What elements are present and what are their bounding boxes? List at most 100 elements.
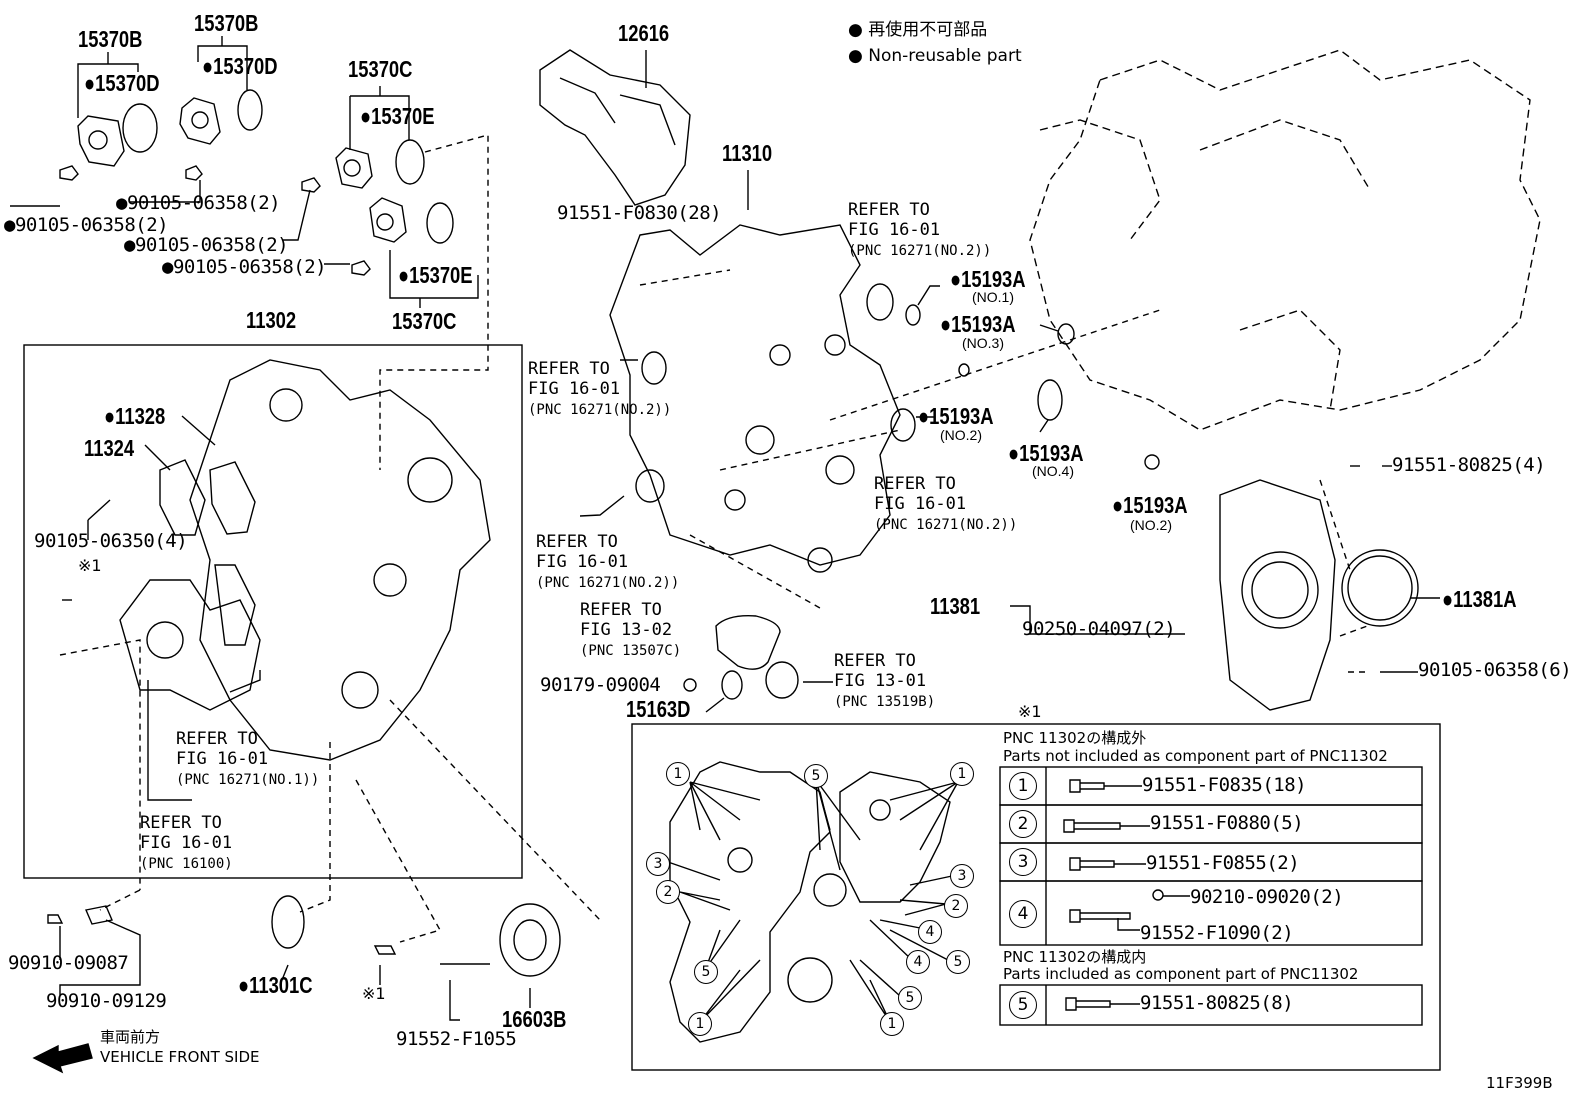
rear-oil-seal-retainer-icon [1219, 479, 1419, 711]
refer-line: FIG 16-01 [848, 220, 941, 240]
refer-block-2: REFER TO FIG 16-01 (PNC 16271(NO.2)) [528, 359, 671, 420]
legend-jp: ● 再使用不可部品 [848, 20, 988, 40]
bolt-icon [1063, 779, 1164, 1011]
callout-15193a-2b: ●15193A [1112, 492, 1188, 518]
callout-90910-09129: 90910-09129 [46, 990, 167, 1012]
callout-11324: 11324 [84, 435, 135, 461]
refer-line: FIG 16-01 [528, 379, 621, 399]
callout-90179-09004: 90179-09004 [540, 674, 661, 696]
callout-15370c-bot: 15370C [392, 308, 457, 334]
inset-callout-num: 4 [906, 950, 930, 974]
inset-callout-num: 1 [950, 762, 974, 786]
refer-line: REFER TO [176, 729, 258, 749]
refer-line: FIG 16-01 [536, 552, 629, 572]
refer-line: REFER TO [528, 359, 610, 379]
callout-15370b-a: 15370B [78, 26, 143, 52]
camshaft-timing-plate-icon [59, 89, 454, 276]
callout-90105-06358-c: ●90105-06358(2) [124, 234, 289, 256]
inset-callout-num: 2 [656, 880, 680, 904]
inset-callout-num: 5 [946, 950, 970, 974]
callout-15370d-b: ●15370D [202, 53, 278, 79]
callout-15370b-b: 15370B [194, 10, 259, 36]
timing-chain-cover-icon [189, 359, 491, 761]
callout-15370e-b: ●15370E [398, 262, 473, 288]
callout-15193a-3-sub: (NO.3) [962, 335, 1004, 351]
group-box-11302 [23, 344, 523, 879]
refer-block-1: REFER TO FIG 16-01 (PNC 16271(NO.2)) [848, 200, 991, 261]
o-ring-icon [635, 283, 1160, 503]
refer-line: (PNC 16100) [140, 856, 233, 872]
vehicle-front-jp: 車両前方 [100, 1028, 161, 1046]
refer-line: FIG 16-01 [140, 833, 233, 853]
refer-line: FIG 16-01 [874, 494, 967, 514]
refer-line: FIG 16-01 [176, 749, 269, 769]
front-arrow-icon [32, 1043, 93, 1074]
callout-11302: 11302 [246, 307, 297, 333]
callout-15193a-1-sub: (NO.1) [972, 289, 1014, 305]
inset-callout-num: 5 [804, 764, 828, 788]
refer-line: (PNC 16271(NO.2)) [874, 517, 1018, 533]
callout-15370d-a: ●15370D [84, 70, 160, 96]
refer-line: REFER TO [834, 651, 916, 671]
refer-block-4: REFER TO FIG 16-01 (PNC 16271(NO.2)) [536, 532, 679, 593]
callout-15370c-top: 15370C [348, 56, 413, 82]
refer-line: REFER TO [848, 200, 930, 220]
inset-callout-num: 5 [898, 986, 922, 1010]
callout-91551-80825-4: 91551-80825(4) [1392, 454, 1546, 476]
refer-line: FIG 13-01 [834, 671, 927, 691]
callout-11301c: ●11301C [238, 972, 313, 998]
table-row-num: 3 [1009, 848, 1037, 876]
inset-callout-num: 1 [666, 762, 690, 786]
callout-15163d: 15163D [626, 696, 691, 722]
table-row-part: 91551-F0855(2) [1146, 852, 1300, 874]
refer-line: (PNC 16271(NO.2)) [536, 575, 680, 591]
gasket-icon [159, 459, 256, 536]
callout-11310: 11310 [722, 140, 773, 166]
callout-90105-06350: 90105-06350(4) [34, 530, 188, 552]
inset-incl-en: Parts included as component part of PNC1… [1003, 965, 1359, 983]
timing-cover-11310-icon [609, 224, 901, 573]
callout-90105-06358-b: ●90105-06358(2) [116, 192, 281, 214]
callout-90250-04097: 90250-04097(2) [1022, 618, 1176, 640]
inset-callout-num: 3 [646, 852, 670, 876]
table-row-num: 2 [1009, 810, 1037, 838]
refer-line: (PNC 16271(NO.2)) [848, 243, 992, 259]
callout-15193a-2a: ●15193A [918, 403, 994, 429]
callout-90105-06358-d: ●90105-06358(2) [162, 256, 327, 278]
callout-90910-09087: 90910-09087 [8, 952, 129, 974]
inset-callout-num: 4 [918, 920, 942, 944]
inset-callout-num: 5 [694, 960, 718, 984]
callout-15193a-2a-sub: (NO.2) [940, 427, 982, 443]
table-row-num: 5 [1009, 991, 1037, 1019]
callout-15370e-a: ●15370E [360, 103, 435, 129]
refer-line: REFER TO [140, 813, 222, 833]
callout-x1a: ※1 [78, 556, 102, 575]
vehicle-front-en: VEHICLE FRONT SIDE [100, 1048, 260, 1066]
inset-box-bolts [631, 723, 1441, 1071]
refer-line: REFER TO [874, 474, 956, 494]
callout-x1c: ※1 [1018, 702, 1042, 721]
callout-91551-f0830: 91551-F0830(28) [557, 202, 722, 224]
refer-block-6: REFER TO FIG 13-01 (PNC 13519B) [834, 651, 935, 712]
inset-incl-jp: PNC 11302の構成内 [1003, 948, 1147, 966]
engine-block-outline [1029, 49, 1541, 431]
table-row-part: 91551-F0880(5) [1150, 812, 1304, 834]
refer-line: (PNC 13519B) [834, 694, 936, 710]
callout-16603b: 16603B [502, 1006, 567, 1032]
refer-line: (PNC 16271(NO.1)) [176, 772, 320, 788]
table-row-part2: 91552-F1090(2) [1140, 922, 1294, 944]
callout-11381a: ●11381A [1442, 586, 1517, 612]
refer-block-5: REFER TO FIG 13-02 (PNC 13507C) [580, 600, 681, 661]
legend-en: ● Non-reusable part [848, 46, 1022, 66]
table-row-num: 1 [1009, 772, 1037, 800]
callout-x1b: ※1 [362, 984, 386, 1003]
refer-line: (PNC 13507C) [580, 643, 682, 659]
figure-code: 11F399B [1486, 1074, 1553, 1092]
refer-block-7: REFER TO FIG 16-01 (PNC 16271(NO.1)) [176, 729, 319, 790]
callout-11381: 11381 [930, 593, 981, 619]
callout-15193a-4: ●15193A [1008, 440, 1084, 466]
refer-block-3: REFER TO FIG 16-01 (PNC 16271(NO.2)) [874, 474, 1017, 535]
refer-line: FIG 13-02 [580, 620, 673, 640]
inset-notincl-jp: PNC 11302の構成外 [1003, 729, 1147, 747]
